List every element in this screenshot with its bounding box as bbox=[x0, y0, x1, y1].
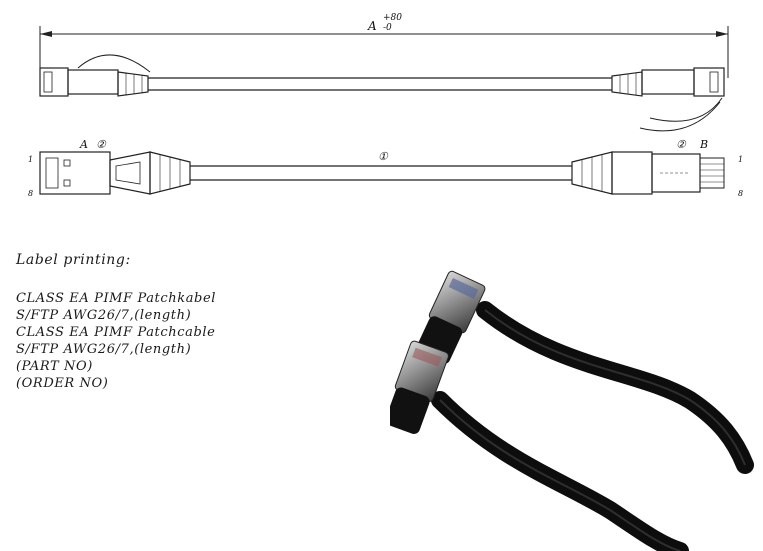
callout-cable: ① bbox=[378, 150, 389, 163]
cable-photo bbox=[390, 270, 754, 551]
label-line-1: CLASS EA PIMF Patchkabel bbox=[16, 291, 217, 306]
length-dimension: A +80 -0 bbox=[39, 13, 729, 78]
patch-cable-2 bbox=[390, 340, 689, 551]
label-printing-lines: CLASS EA PIMF Patchkabel S/FTP AWG26/7,(… bbox=[16, 290, 216, 392]
side-view bbox=[39, 54, 725, 132]
boot-left-top bbox=[117, 71, 149, 97]
pin-first-right: 1 bbox=[738, 155, 743, 164]
technical-drawing: A +80 -0 1 8 A ② bbox=[28, 13, 743, 198]
label-line-5: (PART NO) bbox=[16, 359, 93, 374]
end-b-label: B bbox=[699, 138, 708, 151]
dimension-label: A bbox=[367, 19, 377, 33]
tolerance-lower: -0 bbox=[383, 23, 392, 33]
label-line-3: CLASS EA PIMF Patchcable bbox=[16, 325, 216, 340]
label-printing-title: Label printing: bbox=[16, 252, 131, 268]
patch-cable-1 bbox=[416, 270, 754, 474]
end-a-label: A bbox=[79, 138, 88, 151]
label-line-2: S/FTP AWG26/7,(length) bbox=[16, 308, 192, 323]
callout-boot-left: ② bbox=[96, 138, 107, 151]
top-view: 1 8 A ② ① ② B 1 8 bbox=[28, 138, 743, 198]
pin-last-left: 8 bbox=[28, 189, 33, 198]
label-line-6: (ORDER NO) bbox=[16, 376, 109, 391]
pin-last-right: 8 bbox=[738, 189, 743, 198]
plug-right-top bbox=[693, 67, 725, 97]
callout-boot-right: ② bbox=[676, 138, 687, 151]
boot-right-top bbox=[611, 71, 643, 97]
tolerance-upper: +80 bbox=[383, 13, 402, 23]
pin-first-left: 1 bbox=[28, 155, 33, 164]
label-line-4: S/FTP AWG26/7,(length) bbox=[16, 342, 192, 357]
